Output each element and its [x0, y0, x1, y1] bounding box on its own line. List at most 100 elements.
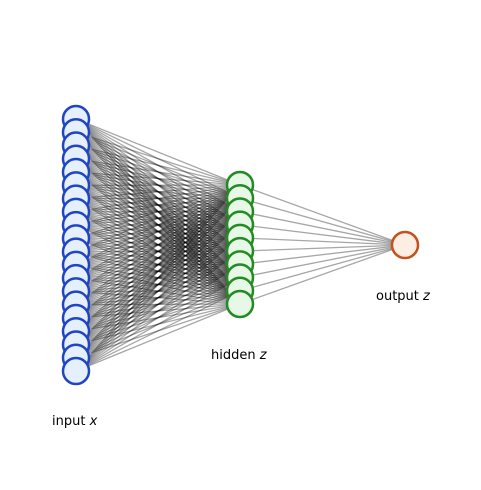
edge-input-3-to-hidden-7 — [75, 158, 241, 279]
edge-input-1-to-hidden-7 — [75, 131, 241, 279]
edge-input-15-to-hidden-7 — [75, 276, 241, 319]
input-layer-label: input x — [52, 414, 98, 429]
edge-input-17-to-hidden-2 — [75, 210, 241, 345]
edge-input-8-to-hidden-5 — [75, 224, 241, 252]
edge-input-7-to-hidden-0 — [75, 184, 241, 213]
edge-input-12-to-hidden-2 — [75, 210, 241, 279]
edge-hidden-1-to-output-0 — [239, 197, 406, 246]
edge-input-16-to-hidden-4 — [75, 237, 241, 332]
edge-input-0-to-hidden-4 — [75, 118, 241, 239]
edge-input-18-to-hidden-0 — [75, 184, 241, 359]
edge-input-14-to-hidden-5 — [75, 250, 241, 306]
edge-input-3-to-hidden-6 — [75, 158, 241, 265]
edge-input-16-to-hidden-7 — [75, 276, 241, 332]
input-neuron-19 — [61, 356, 91, 386]
edge-input-14-to-hidden-1 — [75, 197, 241, 306]
edge-input-13-to-hidden-4 — [75, 237, 241, 293]
edge-input-5-to-hidden-1 — [75, 184, 241, 199]
edge-input-13-to-hidden-9 — [75, 290, 241, 305]
edge-input-12-to-hidden-9 — [75, 277, 241, 305]
edge-input-19-to-hidden-1 — [75, 197, 241, 372]
edge-input-10-to-hidden-6 — [75, 250, 241, 265]
edge-input-9-to-hidden-0 — [75, 184, 241, 239]
edge-input-8-to-hidden-6 — [75, 224, 241, 265]
edge-input-0-to-hidden-0 — [75, 118, 241, 186]
edge-input-11-to-hidden-9 — [75, 264, 241, 305]
edge-input-15-to-hidden-4 — [75, 237, 241, 319]
edge-input-3-to-hidden-1 — [75, 158, 241, 199]
edge-input-12-to-hidden-6 — [75, 263, 241, 279]
edge-input-12-to-hidden-1 — [75, 197, 241, 279]
edge-input-9-to-hidden-8 — [75, 237, 241, 292]
edge-input-3-to-hidden-9 — [75, 158, 241, 305]
hidden-neuron-9 — [225, 289, 255, 319]
edge-input-16-to-hidden-3 — [75, 224, 241, 332]
output-layer-label: output z — [376, 289, 431, 304]
edge-input-18-to-hidden-6 — [75, 263, 241, 359]
edge-input-1-to-hidden-9 — [75, 131, 241, 305]
edge-input-9-to-hidden-1 — [75, 197, 241, 239]
edge-input-9-to-hidden-2 — [75, 210, 241, 240]
edge-input-19-to-hidden-5 — [75, 250, 241, 372]
edge-hidden-2-to-output-0 — [239, 210, 406, 246]
edge-input-11-to-hidden-4 — [75, 237, 241, 266]
edge-input-17-to-hidden-7 — [75, 276, 241, 346]
edge-input-2-to-hidden-6 — [75, 144, 241, 265]
edge-input-18-to-hidden-5 — [75, 250, 241, 359]
edge-input-18-to-hidden-2 — [75, 210, 241, 359]
edge-hidden-5-to-output-0 — [239, 244, 406, 252]
edge-input-10-to-hidden-5 — [75, 250, 241, 253]
edge-input-19-to-hidden-6 — [75, 263, 241, 372]
edge-input-5-to-hidden-9 — [75, 184, 241, 305]
edge-hidden-7-to-output-0 — [239, 244, 406, 279]
edge-input-18-to-hidden-4 — [75, 237, 241, 359]
edge-input-5-to-hidden-5 — [75, 184, 241, 252]
edge-input-7-to-hidden-1 — [75, 197, 241, 213]
edge-input-11-to-hidden-8 — [75, 264, 241, 292]
edge-input-8-to-hidden-0 — [75, 184, 241, 226]
edge-input-16-to-hidden-0 — [75, 184, 241, 332]
edge-input-13-to-hidden-1 — [75, 197, 241, 292]
edge-input-18-to-hidden-9 — [75, 303, 241, 359]
edge-input-3-to-hidden-0 — [75, 158, 241, 186]
edge-input-18-to-hidden-7 — [75, 276, 241, 359]
edge-input-10-to-hidden-8 — [75, 250, 241, 292]
edge-input-14-to-hidden-4 — [75, 237, 241, 306]
edge-input-0-to-hidden-9 — [75, 118, 241, 305]
output-neuron-0 — [390, 230, 420, 260]
edge-input-2-to-hidden-8 — [75, 145, 241, 292]
edge-input-2-to-hidden-0 — [75, 144, 241, 186]
edge-input-15-to-hidden-2 — [75, 210, 241, 319]
edge-input-14-to-hidden-3 — [75, 224, 241, 306]
edge-input-1-to-hidden-6 — [75, 131, 241, 265]
edge-input-0-to-hidden-7 — [75, 118, 241, 279]
edge-input-6-to-hidden-5 — [75, 197, 241, 252]
edge-input-19-to-hidden-9 — [75, 303, 241, 372]
edge-input-14-to-hidden-6 — [75, 263, 241, 306]
edge-input-18-to-hidden-8 — [75, 290, 241, 359]
edge-input-2-to-hidden-2 — [75, 144, 241, 213]
edge-input-9-to-hidden-6 — [75, 237, 241, 265]
edge-input-19-to-hidden-8 — [75, 290, 241, 372]
edge-input-15-to-hidden-1 — [75, 197, 241, 319]
edge-input-0-to-hidden-3 — [75, 118, 241, 226]
edge-input-4-to-hidden-6 — [75, 171, 241, 265]
edge-input-16-to-hidden-6 — [75, 263, 241, 332]
edge-input-2-to-hidden-4 — [75, 144, 241, 239]
edge-input-3-to-hidden-8 — [75, 158, 241, 292]
edge-input-5-to-hidden-3 — [75, 184, 241, 226]
edge-input-12-to-hidden-8 — [75, 277, 241, 292]
edge-input-6-to-hidden-9 — [75, 198, 241, 305]
edge-input-6-to-hidden-3 — [75, 197, 241, 226]
edge-input-17-to-hidden-1 — [75, 197, 241, 345]
edge-input-9-to-hidden-7 — [75, 237, 241, 279]
edge-input-9-to-hidden-3 — [75, 224, 241, 240]
edge-input-4-to-hidden-7 — [75, 171, 241, 279]
edge-input-4-to-hidden-4 — [75, 171, 241, 239]
edge-input-15-to-hidden-0 — [75, 184, 241, 319]
edge-input-12-to-hidden-0 — [75, 184, 241, 279]
edge-input-11-to-hidden-5 — [75, 250, 241, 266]
edge-input-11-to-hidden-6 — [75, 263, 241, 266]
edge-hidden-3-to-output-0 — [239, 224, 406, 246]
